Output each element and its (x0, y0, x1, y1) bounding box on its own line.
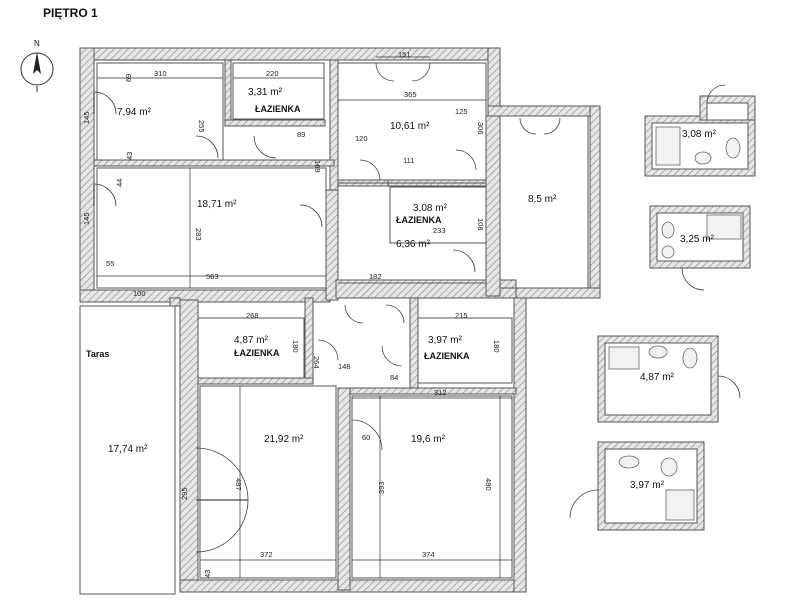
dim-label: 255 (197, 120, 206, 133)
room-area: 19,6 m² (411, 434, 446, 445)
room-area: 3,31 m² (248, 87, 283, 98)
room-label: Taras (86, 349, 109, 359)
dim-label: 44 (115, 179, 124, 187)
dim-label: 84 (390, 373, 398, 382)
dim-label: 264 (312, 356, 321, 369)
room-area: 21,92 m² (264, 434, 304, 445)
dim-label: 151 (398, 50, 411, 59)
dim-label: 182 (369, 272, 382, 281)
dim-label: 180 (492, 340, 501, 353)
dim-label: 374 (422, 550, 435, 559)
dim-label: 89 (297, 130, 305, 139)
bathroom-detail-2: 3,25 m² (649, 205, 751, 291)
dim-label: 480 (484, 478, 493, 491)
doors (93, 62, 561, 553)
room-labels: 7,94 m² 3,31 m² ŁAZIENKA 10,61 m² 18,71 … (86, 87, 557, 455)
dim-label: 111 (403, 156, 414, 165)
dim-label: 295 (180, 487, 189, 500)
bathroom-detail-1: 3,08 m² (644, 84, 756, 177)
dim-label: 283 (194, 228, 203, 241)
dim-label: 180 (291, 340, 300, 353)
detail-area: 3,08 m² (682, 129, 717, 140)
compass-icon: N (20, 39, 54, 92)
dim-label: 215 (455, 311, 468, 320)
dim-label: 372 (260, 550, 273, 559)
room-area: 17,74 m² (108, 444, 148, 455)
dim-label: 145 (82, 212, 91, 225)
room-label: ŁAZIENKA (396, 215, 442, 225)
dim-label: 108 (476, 218, 485, 231)
room-label: ŁAZIENKA (255, 104, 301, 114)
dim-label: 563 (206, 272, 219, 281)
dim-label: 60 (362, 433, 370, 442)
room-area: 10,61 m² (390, 121, 430, 132)
bathroom-detail-4: 3,97 m² (569, 441, 705, 531)
dim-label: 393 (377, 481, 386, 494)
dim-label: 148 (338, 362, 351, 371)
dim-label: 220 (266, 69, 279, 78)
dim-label: 125 (455, 107, 468, 116)
compass-north-label: N (34, 39, 40, 48)
room-area: 3,08 m² (413, 203, 448, 214)
dim-label: 43 (125, 152, 134, 160)
dim-label: 120 (355, 134, 368, 143)
dim-label: 310 (154, 69, 167, 78)
room-area: 18,71 m² (197, 199, 237, 210)
room-area: 7,94 m² (117, 107, 152, 118)
dim-label: 487 (234, 478, 243, 491)
dimension-labels: 151 310 220 365 125 69 255 145 43 306 89… (82, 50, 501, 578)
detail-area: 3,97 m² (630, 480, 665, 491)
dim-label: 312 (434, 388, 447, 397)
dim-label: 365 (404, 90, 417, 99)
walls (79, 47, 601, 593)
room-label: ŁAZIENKA (234, 348, 280, 358)
room-area: 3,97 m² (428, 335, 463, 346)
plan-title: PIĘTRO 1 (43, 6, 98, 20)
room-outlines (79, 62, 589, 595)
room-area: 6,36 m² (396, 239, 431, 250)
dim-label: 100 (133, 289, 146, 298)
dim-label: 306 (476, 122, 485, 135)
room-area: 8,5 m² (528, 194, 557, 205)
bathroom-detail-3: 4,87 m² (597, 335, 741, 423)
dim-label: 55 (106, 259, 114, 268)
room-label: ŁAZIENKA (424, 351, 470, 361)
dim-label: 233 (433, 226, 446, 235)
dimension-lines (97, 56, 512, 578)
room-area: 4,87 m² (234, 335, 269, 346)
dim-label: 145 (82, 111, 91, 124)
dim-label: 268 (246, 311, 259, 320)
detail-area: 3,25 m² (680, 234, 715, 245)
dim-label: 43 (203, 570, 212, 578)
dim-label: 69 (124, 74, 133, 82)
dim-label: 169 (313, 160, 322, 173)
detail-area: 4,87 m² (640, 372, 675, 383)
